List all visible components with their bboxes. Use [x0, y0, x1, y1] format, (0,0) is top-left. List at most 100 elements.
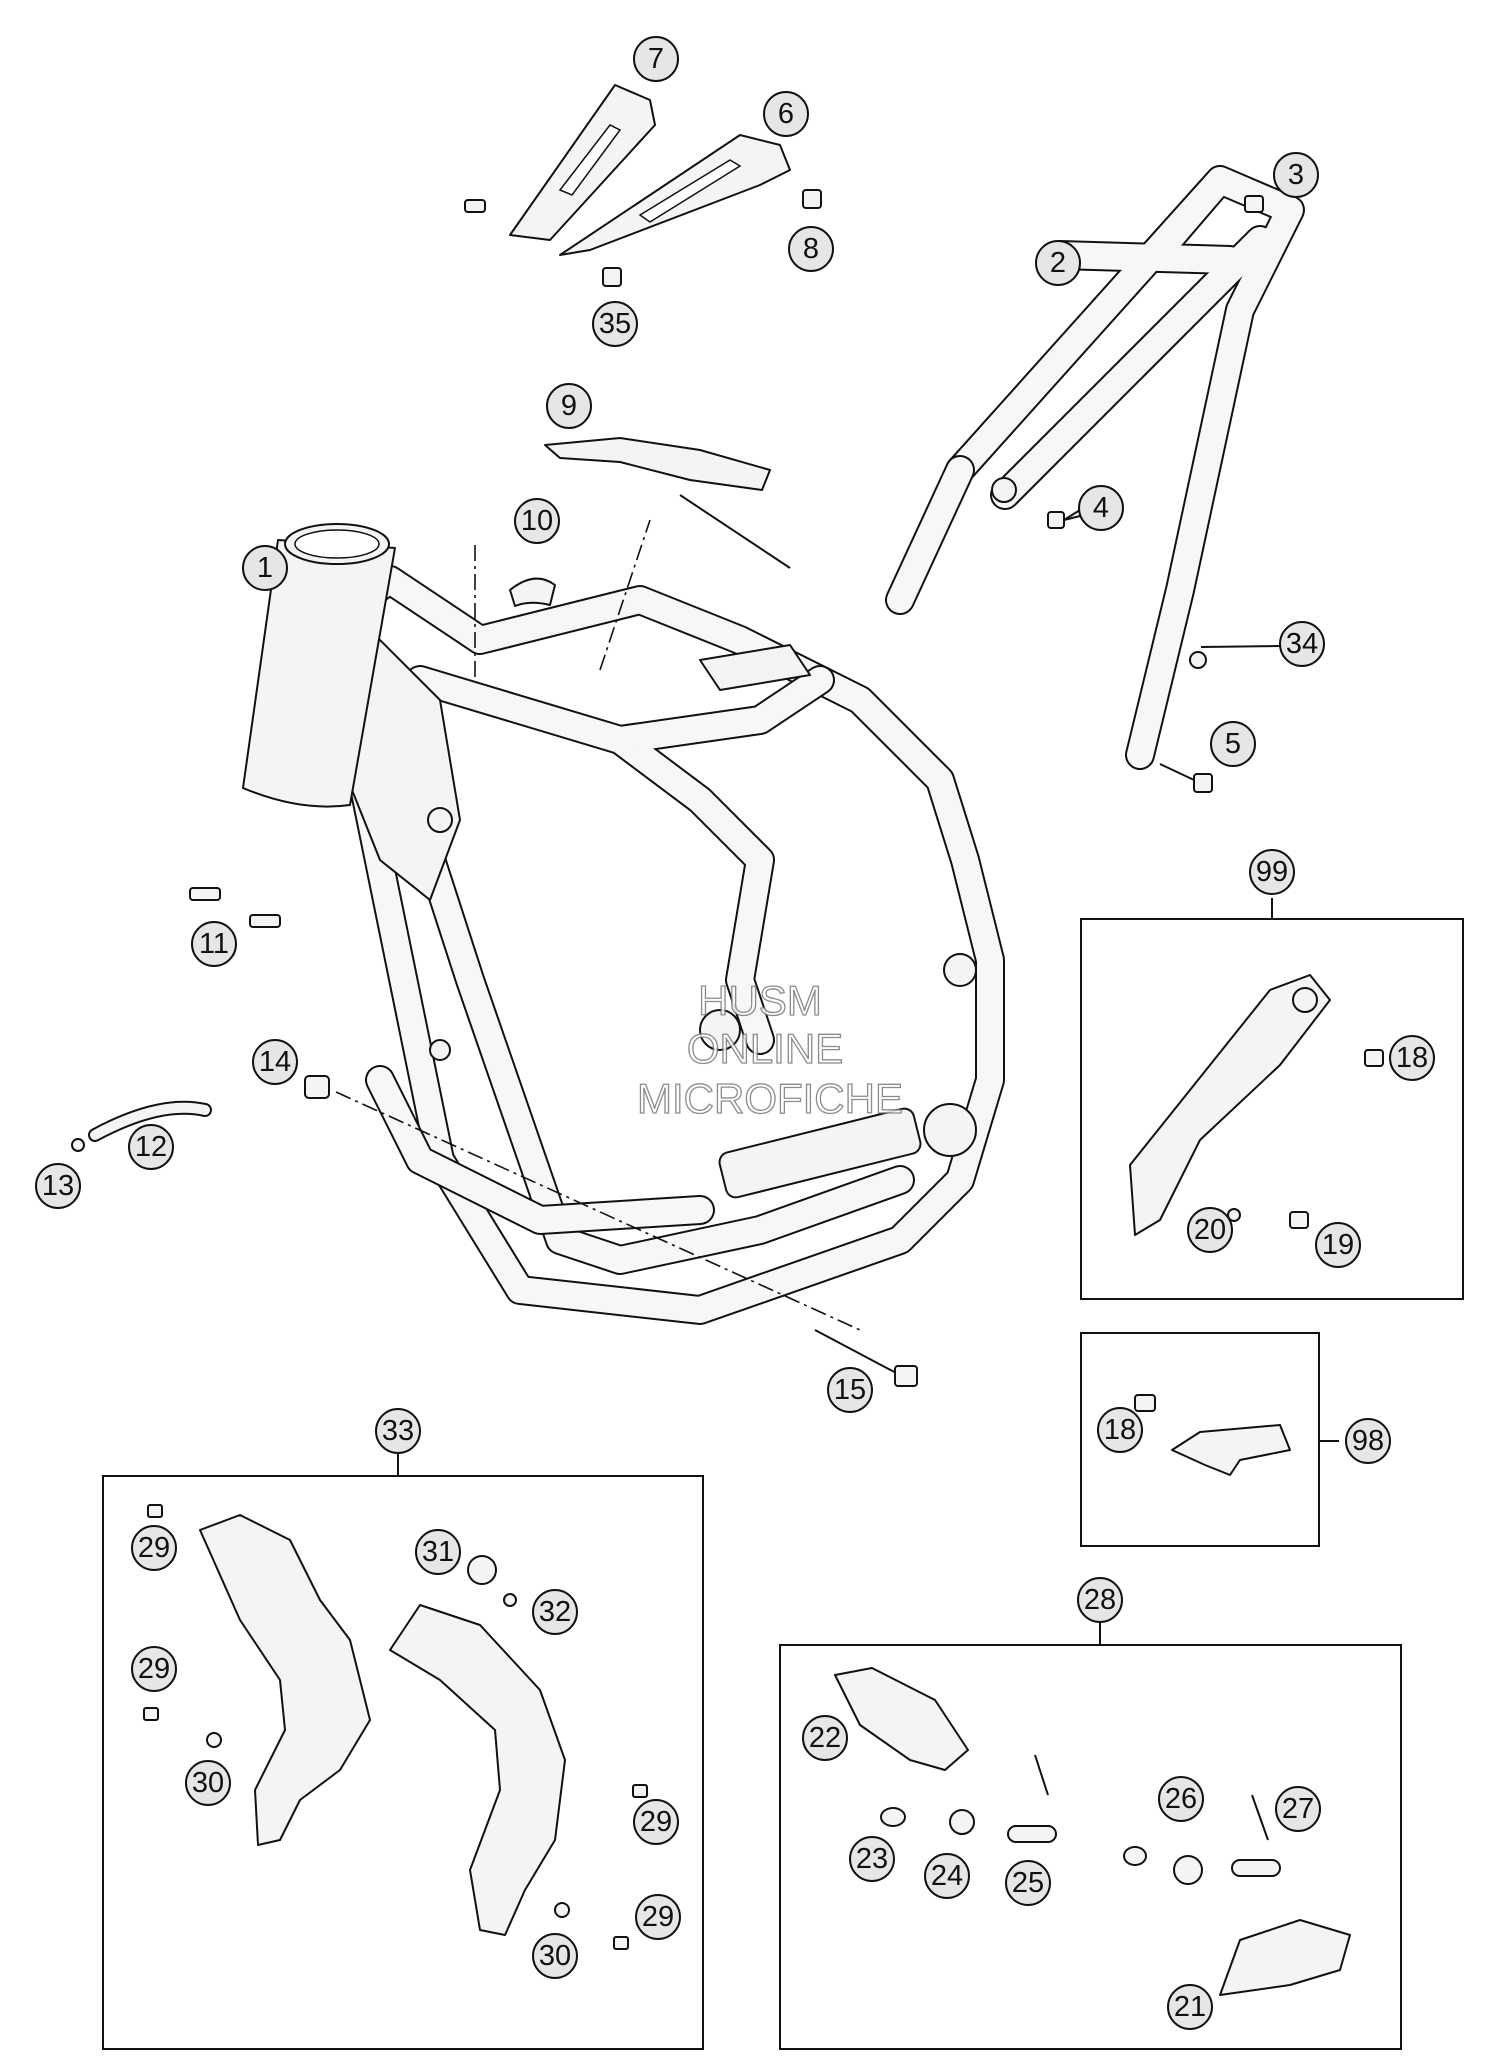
nuts-30 — [206, 1732, 570, 1918]
svg-text:30: 30 — [192, 1767, 224, 1799]
callout-10: 10 — [514, 498, 560, 544]
svg-text:35: 35 — [599, 308, 631, 340]
bolt-15 — [814, 1329, 918, 1387]
svg-text:34: 34 — [1286, 628, 1318, 660]
callout-29-mid: 29 — [131, 1646, 177, 1692]
svg-text:26: 26 — [1165, 1783, 1197, 1815]
hose-12 — [88, 1100, 212, 1142]
callout-32: 32 — [532, 1589, 578, 1635]
callout-14: 14 — [252, 1039, 298, 1085]
pin-25 — [1007, 1825, 1057, 1843]
svg-text:10: 10 — [521, 505, 553, 537]
washer-left — [1123, 1846, 1147, 1866]
callout-18-group-99: 18 — [1389, 1035, 1435, 1081]
group-box-99 — [1080, 918, 1464, 1300]
callout-20: 20 — [1187, 1207, 1233, 1253]
svg-text:15: 15 — [834, 1374, 866, 1406]
callout-27: 27 — [1275, 1786, 1321, 1832]
callout-7: 7 — [633, 36, 679, 82]
callout-33: 33 — [375, 1408, 421, 1454]
spring-31 — [467, 1555, 497, 1585]
bolt-8 — [802, 189, 822, 209]
svg-text:98: 98 — [1352, 1425, 1384, 1457]
svg-text:6: 6 — [778, 98, 794, 130]
svg-text:9: 9 — [561, 390, 577, 422]
clip-32 — [503, 1593, 517, 1607]
bolt-3 — [1244, 195, 1264, 213]
pin-right — [1231, 1859, 1281, 1877]
clip-13 — [71, 1138, 85, 1152]
svg-text:33: 33 — [382, 1415, 414, 1447]
callout-30-left: 30 — [185, 1760, 231, 1806]
svg-text:27: 27 — [1282, 1793, 1314, 1825]
svg-text:8: 8 — [803, 233, 819, 265]
watermark-line-1: HUSM — [698, 977, 822, 1024]
callout-4: 4 — [1078, 485, 1124, 531]
callout-5: 5 — [1210, 721, 1256, 767]
svg-text:5: 5 — [1225, 728, 1241, 760]
steering-head — [242, 523, 396, 808]
svg-text:21: 21 — [1174, 1991, 1206, 2023]
bolt-35 — [602, 267, 622, 287]
svg-text:13: 13 — [42, 1170, 74, 1202]
svg-text:18: 18 — [1396, 1042, 1428, 1074]
callout-21: 21 — [1167, 1984, 1213, 2030]
svg-text:2: 2 — [1050, 247, 1066, 279]
callout-28: 28 — [1077, 1577, 1123, 1623]
callout-29-top: 29 — [131, 1525, 177, 1571]
frame-protector-right — [389, 1604, 566, 1936]
callout-3: 3 — [1273, 152, 1319, 198]
callout-6: 6 — [763, 91, 809, 137]
svg-text:23: 23 — [856, 1843, 888, 1875]
bolt-small-top — [464, 199, 486, 213]
callout-29-right-upper: 29 — [633, 1799, 679, 1845]
callout-2: 2 — [1035, 240, 1081, 286]
callout-34: 34 — [1279, 621, 1325, 667]
footrest-21 — [1219, 1919, 1351, 1996]
callout-12: 12 — [128, 1124, 174, 1170]
group-box-33 — [102, 1475, 704, 2050]
svg-text:4: 4 — [1093, 492, 1109, 524]
frame-protector-left — [199, 1514, 371, 1846]
svg-text:11: 11 — [199, 928, 229, 960]
main-frame — [299, 565, 1005, 1325]
svg-text:29: 29 — [642, 1901, 674, 1933]
svg-text:18: 18 — [1104, 1414, 1136, 1446]
part-9 — [544, 437, 791, 569]
svg-text:1: 1 — [257, 552, 273, 584]
watermark-line-3: MICROFICHE — [637, 1075, 903, 1122]
clamp-10 — [509, 577, 556, 607]
svg-text:20: 20 — [1194, 1214, 1226, 1246]
callout-29-right-lower: 29 — [635, 1894, 681, 1940]
svg-text:29: 29 — [640, 1806, 672, 1838]
svg-text:22: 22 — [809, 1722, 841, 1754]
bolt-5 — [1159, 763, 1213, 793]
callout-22: 22 — [802, 1715, 848, 1761]
spring-24 — [949, 1809, 975, 1835]
callout-9: 9 — [546, 383, 592, 429]
svg-text:3: 3 — [1288, 159, 1304, 191]
svg-text:19: 19 — [1322, 1229, 1354, 1261]
callout-18-group-98: 18 — [1097, 1407, 1143, 1453]
svg-text:28: 28 — [1084, 1584, 1116, 1616]
watermark-line-2: ONLINE — [687, 1025, 843, 1072]
group-box-98 — [1080, 1332, 1320, 1547]
callout-35: 35 — [592, 301, 638, 347]
callout-23: 23 — [849, 1836, 895, 1882]
washer-23 — [880, 1807, 906, 1827]
callout-11: 11 — [191, 921, 237, 967]
callout-1: 1 — [242, 545, 288, 591]
spring-26 — [1173, 1855, 1203, 1885]
callout-98: 98 — [1345, 1418, 1391, 1464]
cotter-pin-left — [1034, 1754, 1049, 1796]
rear-subframe — [885, 165, 1305, 770]
svg-text:24: 24 — [931, 1860, 963, 1892]
cotter-pin-27 — [1251, 1794, 1269, 1841]
group-box-28 — [779, 1644, 1402, 2050]
callout-15: 15 — [827, 1367, 873, 1413]
svg-text:29: 29 — [138, 1653, 170, 1685]
svg-text:14: 14 — [259, 1046, 291, 1078]
svg-text:7: 7 — [648, 43, 664, 75]
svg-text:25: 25 — [1012, 1867, 1044, 1899]
bolt-11 — [189, 887, 281, 928]
